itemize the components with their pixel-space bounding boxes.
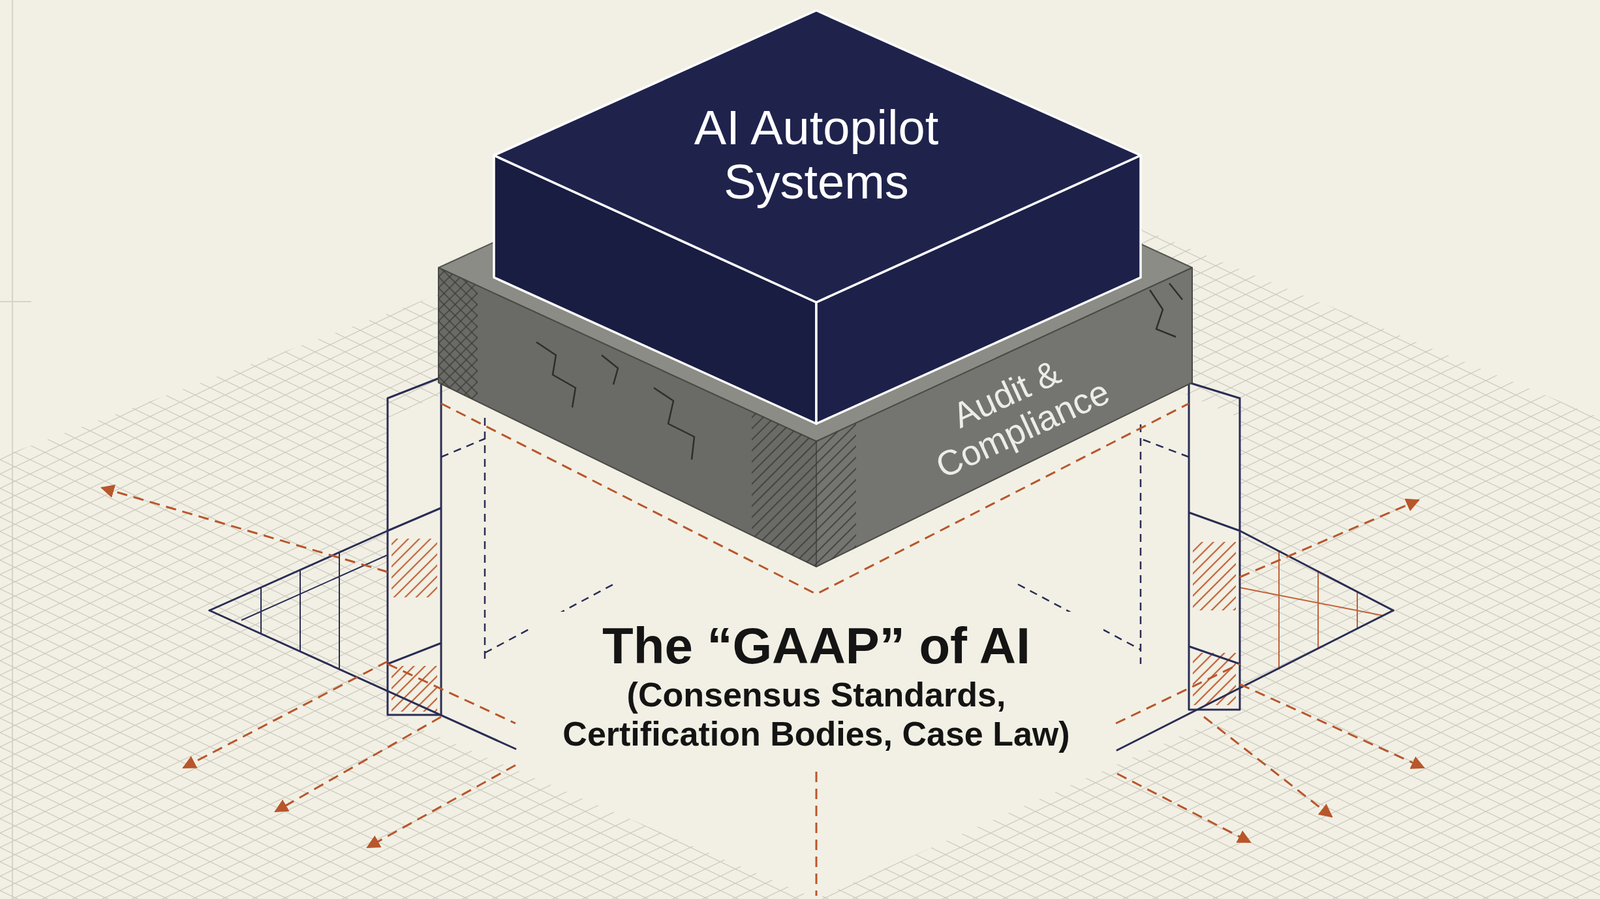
block-face [438, 267, 817, 567]
spread-arrow [101, 487, 388, 572]
foundation-label: The “GAAP” of AI(Consensus Standards, Ce… [529, 611, 1104, 759]
right-pillar [1188, 382, 1240, 710]
foundation-title: The “GAAP” of AI [537, 616, 1096, 676]
block-face [493, 10, 1141, 303]
frame-line [1117, 610, 1394, 750]
system-block-shape [493, 10, 1141, 424]
load-lines [101, 403, 1424, 896]
left-wing-grid [241, 552, 388, 669]
frame-line [209, 610, 516, 749]
crack [601, 354, 618, 385]
frame-line [1239, 530, 1394, 611]
block-label: AI Autopilot Systems [633, 101, 1000, 210]
frame-line [209, 530, 388, 611]
crack [536, 341, 576, 408]
load-line [1115, 663, 1240, 724]
crack [653, 387, 695, 460]
spread-arrow [275, 716, 442, 812]
crosshatch [438, 267, 478, 402]
margin-tick [0, 300, 32, 303]
crack [1169, 283, 1183, 300]
spread-arrow [367, 764, 516, 847]
spread-arrow [1117, 773, 1251, 842]
system-block: AI Autopilot Systems [493, 10, 1141, 424]
hatch [816, 422, 857, 567]
block-face [816, 267, 1193, 567]
spread-arrow [183, 661, 388, 768]
hatch-block [1192, 541, 1236, 611]
load-line [387, 663, 516, 724]
load-line [815, 771, 818, 896]
spread-arrow [1239, 499, 1419, 577]
spread-arrow [1239, 683, 1424, 768]
crack [1149, 289, 1176, 337]
spread-arrow [1203, 716, 1332, 817]
hatch-block [391, 538, 438, 598]
hatch [751, 411, 817, 567]
foundation-subtitle: (Consensus Standards, Certification Bodi… [537, 675, 1096, 754]
left-pillar [387, 377, 442, 715]
wing-grid [241, 552, 388, 669]
hatch-block [391, 665, 438, 712]
